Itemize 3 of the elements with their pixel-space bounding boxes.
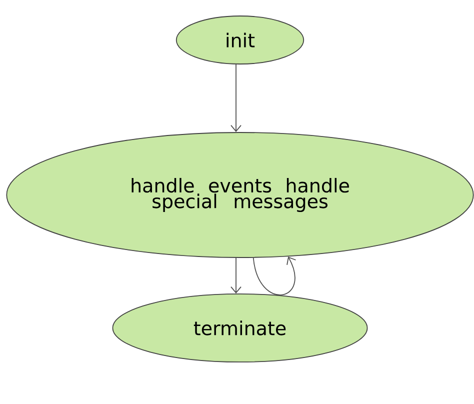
- arrow: [230, 64, 242, 132]
- arrow: [230, 258, 242, 294]
- arrow: [252, 256, 296, 296]
